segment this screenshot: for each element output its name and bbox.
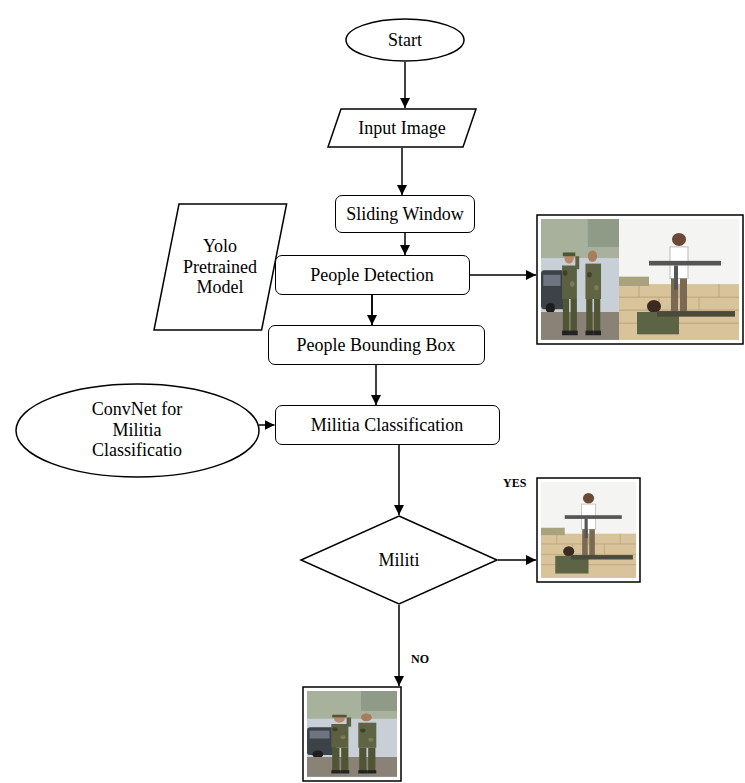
start-ellipse: Start [345, 18, 465, 62]
text-group: Militia Classification [311, 415, 463, 436]
node-text: Input Image [358, 118, 445, 139]
output-arrow [470, 274, 536, 276]
node-text: People Bounding Box [296, 335, 455, 356]
flow-arrow [404, 62, 406, 108]
flow-arrow [371, 295, 373, 325]
node-text: Yolo Pretrained Model [177, 236, 263, 298]
flow-arrow [404, 233, 406, 255]
shape-outline [154, 204, 287, 330]
node-text: Militi [378, 550, 419, 571]
flow-arrow [401, 148, 403, 195]
shape-outline [301, 516, 497, 604]
node-text: ConvNet for Militia Classificatio [81, 399, 193, 461]
input-parallelogram: Yolo Pretrained Model [153, 203, 288, 331]
node-text: Sliding Window [346, 204, 463, 225]
militia-photo [619, 219, 739, 340]
output-arrow [498, 559, 536, 561]
shape-outline [16, 384, 259, 477]
process-box: Sliding Window [335, 195, 474, 233]
text-group: ConvNet for Militia Classificatio [81, 399, 193, 461]
flow-arrow [259, 424, 275, 426]
process-box: Militia Classification [275, 405, 500, 445]
process-box: People Detection [275, 255, 470, 295]
image-frame [303, 687, 401, 781]
text-group: Yolo Pretrained Model [177, 236, 263, 298]
flow-arrow [398, 445, 400, 515]
node-text: People Detection [310, 265, 433, 286]
text-group: Input Image [358, 118, 445, 139]
text-group: People Detection [310, 265, 433, 286]
process-box: People Bounding Box [268, 325, 485, 365]
soldiers-photo [541, 219, 619, 340]
branch-label: YES [501, 476, 528, 491]
input-parallelogram: Input Image [327, 108, 477, 148]
soldiers-photo [307, 691, 397, 777]
shape-outline [346, 19, 464, 61]
shape-outline [328, 109, 476, 147]
militia-photo [541, 482, 636, 578]
model-ellipse: ConvNet for Militia Classificatio [15, 383, 260, 478]
text-group: Militi [378, 550, 419, 571]
text-group: Sliding Window [346, 204, 463, 225]
node-text: Militia Classification [311, 415, 463, 436]
output-arrow [398, 605, 400, 686]
flow-arrow [375, 365, 377, 405]
text-group: Start [388, 30, 422, 51]
branch-label: NO [409, 652, 431, 667]
image-frame [537, 215, 743, 344]
node-text: Start [388, 30, 422, 51]
decision-diamond: Militi [300, 515, 498, 605]
text-group: People Bounding Box [296, 335, 455, 356]
image-frame [537, 478, 640, 582]
